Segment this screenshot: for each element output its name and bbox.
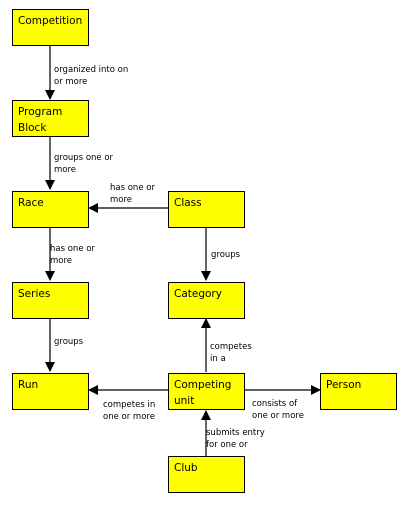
label-class-category: groups bbox=[211, 250, 241, 260]
node-run: Run bbox=[12, 373, 89, 410]
label-competing-unit-category: competes in a bbox=[210, 342, 252, 364]
label-competing-unit-person: consists of one or more bbox=[252, 399, 304, 421]
label-race-series: has one or more bbox=[50, 244, 95, 266]
node-club: Club bbox=[168, 456, 245, 493]
node-competition: Competition bbox=[12, 9, 89, 46]
label-program-block-race: groups one or more bbox=[54, 153, 114, 175]
node-series: Series bbox=[12, 282, 89, 319]
label-series-run: groups bbox=[54, 337, 84, 347]
node-race: Race bbox=[12, 191, 89, 228]
node-competing-unit: Competing unit bbox=[168, 373, 245, 410]
label-competition-program-block: organized into on or more bbox=[54, 65, 129, 87]
node-class: Class bbox=[168, 191, 245, 228]
node-person: Person bbox=[320, 373, 397, 410]
node-category: Category bbox=[168, 282, 245, 319]
label-club-competing-unit: submits entry for one or bbox=[206, 428, 265, 450]
label-competing-unit-run: competes in one or more bbox=[103, 400, 156, 422]
node-program-block: Program Block bbox=[12, 100, 89, 137]
label-class-race: has one or more bbox=[110, 183, 155, 205]
